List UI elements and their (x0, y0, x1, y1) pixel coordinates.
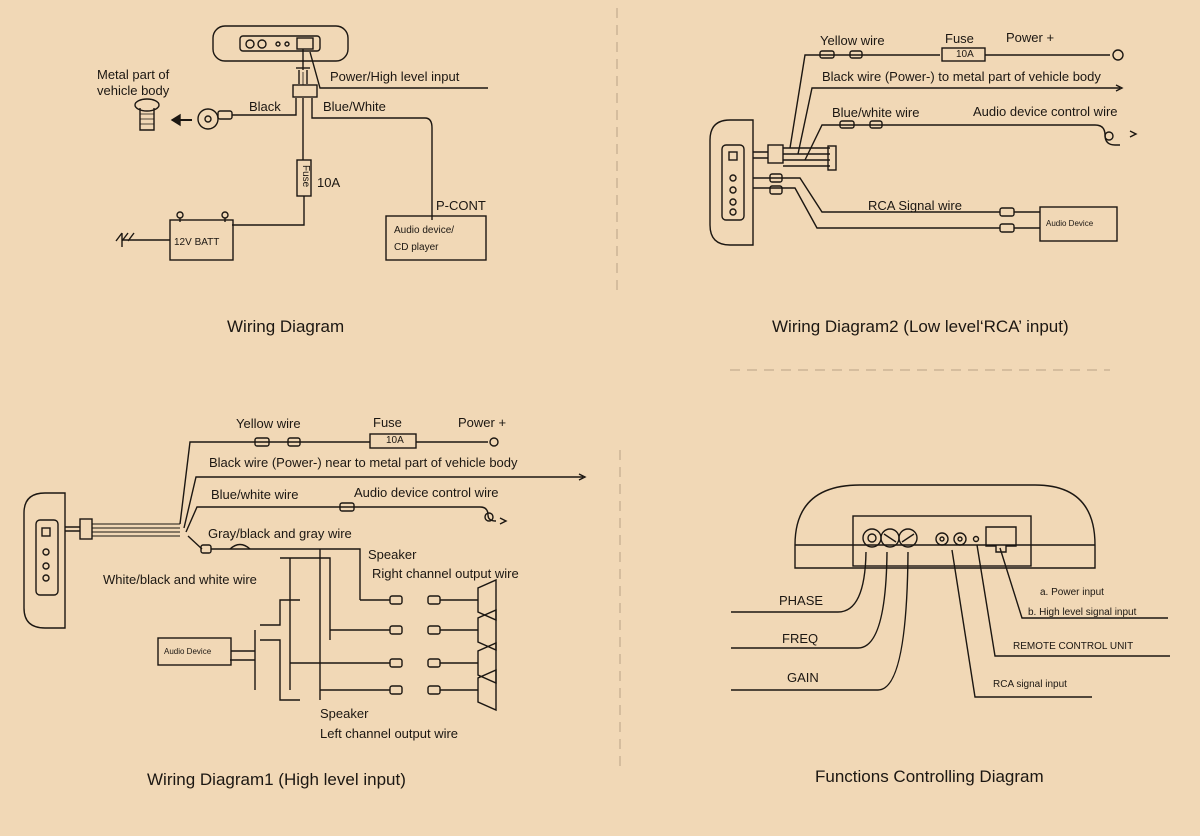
power-plus-label-p3: Power + (458, 415, 507, 430)
gain-knob (898, 528, 918, 548)
p-cont-label: P-CONT (436, 198, 486, 213)
wiring-diagram-title: Wiring Diagram (227, 317, 345, 336)
black-wire-label-p3: Black wire (Power-) near to metal part o… (209, 455, 518, 470)
speaker-left-label-line2: Left channel output wire (320, 726, 459, 741)
amplifier-side-view (709, 119, 754, 246)
rca-jack-right (953, 532, 967, 546)
panel2-drawing (709, 47, 1138, 246)
blue-white-label: Blue/White (323, 99, 386, 114)
panel3-drawing (23, 433, 587, 712)
fuse-label-p3: Fuse (373, 415, 402, 430)
audio-device-box (385, 215, 487, 261)
metal-part-label-line2: vehicle body (97, 83, 170, 98)
speaker-left-label-line1: Speaker (320, 706, 369, 721)
gray-wire-label: Gray/black and gray wire (208, 526, 352, 541)
power-plus-label-p2: Power + (1006, 30, 1055, 45)
wiring-diagram1-title: Wiring Diagram1 (High level input) (147, 770, 406, 789)
power-input-label: a. Power input (1040, 587, 1104, 598)
ground-ring-terminal (197, 108, 219, 130)
metal-part-label-line1: Metal part of (97, 67, 170, 82)
panel-dividers (616, 8, 1110, 770)
audio-control-wire-label-p3: Audio device control wire (354, 485, 499, 500)
fuse-rating-label: 10A (317, 175, 341, 190)
audio-control-wire-label-p2: Audio device control wire (973, 104, 1118, 119)
black-wire-label: Black (249, 99, 281, 114)
gain-label: GAIN (787, 670, 819, 685)
speaker-right-label-line2: Right channel output wire (372, 566, 519, 581)
speaker-right-label-line1: Speaker (368, 547, 417, 562)
fuse-label-p2: Fuse (945, 31, 974, 46)
control-panel (852, 515, 1032, 567)
remote-jack (972, 535, 980, 543)
rca-signal-wire-label: RCA Signal wire (868, 198, 962, 213)
white-wire-label: White/black and white wire (103, 572, 257, 587)
black-wire-label-p2: Black wire (Power-) to metal part of veh… (822, 69, 1101, 84)
panel4-drawing (731, 484, 1170, 698)
rca-input-label: RCA signal input (993, 679, 1067, 690)
high-audio-device-label: Audio Device (164, 647, 212, 656)
amplifier-front-outline (794, 484, 1096, 569)
phase-label: PHASE (779, 593, 824, 608)
fuse-rating-label-p3: 10A (386, 435, 404, 446)
power-high-level-input-label: Power/High level input (330, 69, 460, 84)
rca-audio-device-label: Audio Device (1046, 219, 1094, 228)
blue-white-wire-label-p2: Blue/white wire (832, 105, 920, 120)
audio-device-label-line1: Audio device/ (394, 225, 455, 236)
amplifier-unit (212, 25, 349, 62)
audio-device-label-line2: CD player (394, 242, 439, 253)
battery-label: 12V BATT (174, 237, 220, 248)
fuse-panel3 (369, 433, 417, 449)
fuse-rating-label-p2: 10A (956, 49, 974, 60)
amplifier-side-view-high (23, 492, 66, 629)
battery (169, 211, 234, 261)
blue-white-wire-label-p3: Blue/white wire (211, 487, 299, 502)
yellow-wire-label-p3: Yellow wire (236, 416, 301, 431)
rca-audio-device-box (1039, 206, 1118, 242)
power-connector (985, 526, 1017, 553)
remote-control-label: REMOTE CONTROL UNIT (1013, 641, 1134, 652)
speakers (230, 578, 497, 712)
wiring-diagram2-title: Wiring Diagram2 (Low level‘RCA’ input) (772, 317, 1069, 336)
metal-bolt (134, 98, 160, 131)
fuse-label: Fuse (300, 165, 311, 188)
ground-symbol (115, 232, 170, 247)
yellow-wire-label-p2: Yellow wire (820, 33, 885, 48)
rca-jack-left (935, 532, 949, 546)
high-level-input-label: b. High level signal input (1028, 607, 1137, 618)
freq-label: FREQ (782, 631, 819, 646)
harness-connector (292, 84, 318, 98)
functions-controlling-title: Functions Controlling Diagram (815, 767, 1044, 786)
panel1-drawing (115, 25, 488, 261)
